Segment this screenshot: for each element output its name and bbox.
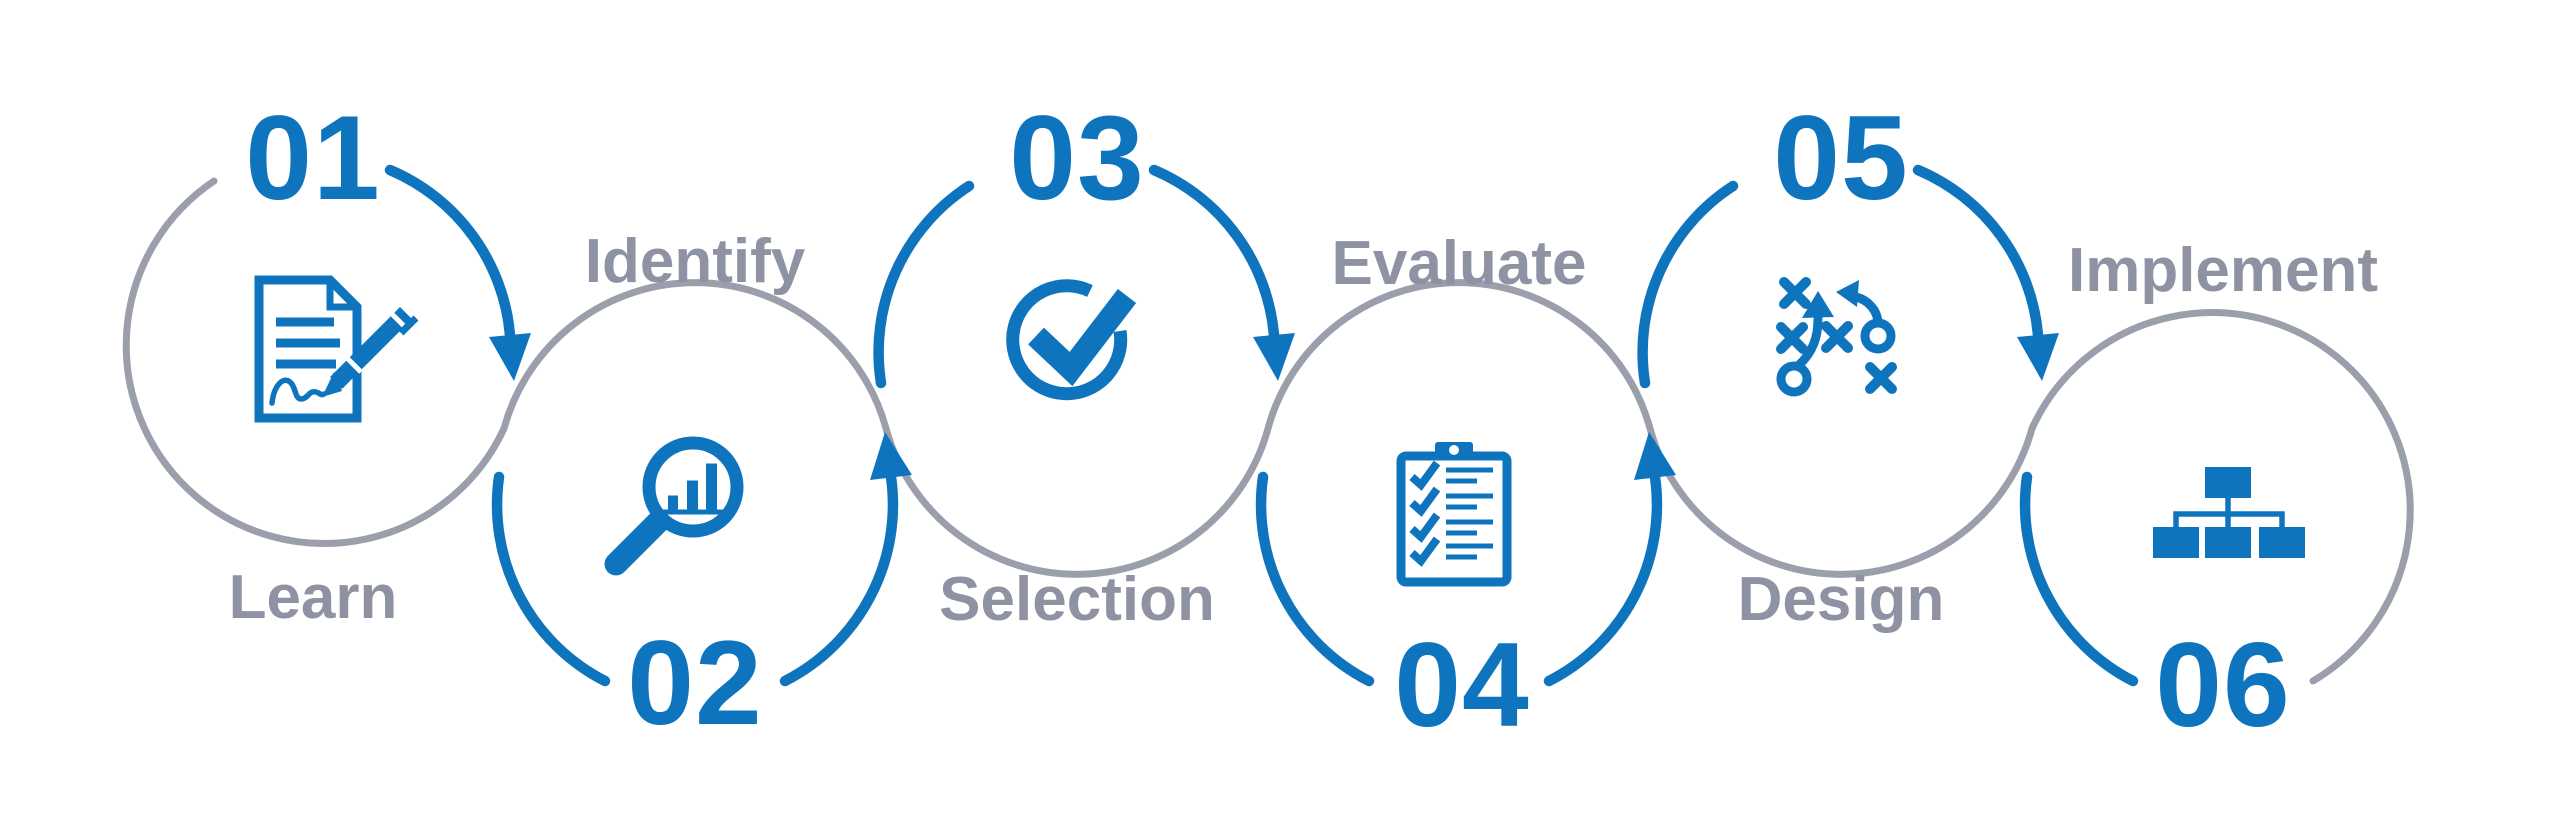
arrowhead-down-icon xyxy=(2017,333,2059,381)
arrowhead-up-icon xyxy=(1634,432,1676,480)
arrowhead-down-icon xyxy=(489,333,531,381)
step-number-4: 04 xyxy=(1394,618,1530,752)
lead-arc-step5 xyxy=(1637,180,1739,389)
arrow-arc-step2 xyxy=(779,471,899,687)
lead-arc-step6 xyxy=(2019,471,2139,687)
checklist-clipboard-icon xyxy=(1396,442,1512,587)
lead-arc-step4 xyxy=(1255,471,1375,687)
org-chart-icon xyxy=(2153,467,2305,558)
contract-signing-icon xyxy=(254,275,419,423)
strategy-plan-icon xyxy=(1776,277,1897,397)
step-label-implement: Implement xyxy=(2067,236,2379,305)
flow-arrows xyxy=(384,164,2139,687)
magnifier-analytics-icon xyxy=(604,436,744,576)
step-label-evaluate: Evaluate xyxy=(1331,229,1587,298)
arrow-arc-step5 xyxy=(1912,164,2044,341)
step-label-design: Design xyxy=(1737,565,1945,634)
step-number-6: 06 xyxy=(2155,618,2291,752)
arrowhead-down-icon xyxy=(1253,333,1295,381)
step-label-identify: Identify xyxy=(584,227,806,296)
arrowhead-up-icon xyxy=(870,432,912,480)
check-circle-icon xyxy=(1006,279,1137,401)
step-label-learn: Learn xyxy=(228,563,398,632)
arrow-arc-step3 xyxy=(1148,164,1280,341)
step-number-2: 02 xyxy=(627,616,763,750)
lead-arc-step2 xyxy=(491,471,611,687)
arrow-arc-step4 xyxy=(1543,471,1663,687)
step-number-1: 01 xyxy=(245,91,381,225)
flow-wave-line xyxy=(122,177,2414,685)
step-number-3: 03 xyxy=(1009,91,1145,225)
lead-arc-step3 xyxy=(873,180,975,389)
arrow-arc-step1 xyxy=(384,164,516,341)
step-label-selection: Selection xyxy=(939,565,1215,634)
step-number-5: 05 xyxy=(1773,91,1909,225)
